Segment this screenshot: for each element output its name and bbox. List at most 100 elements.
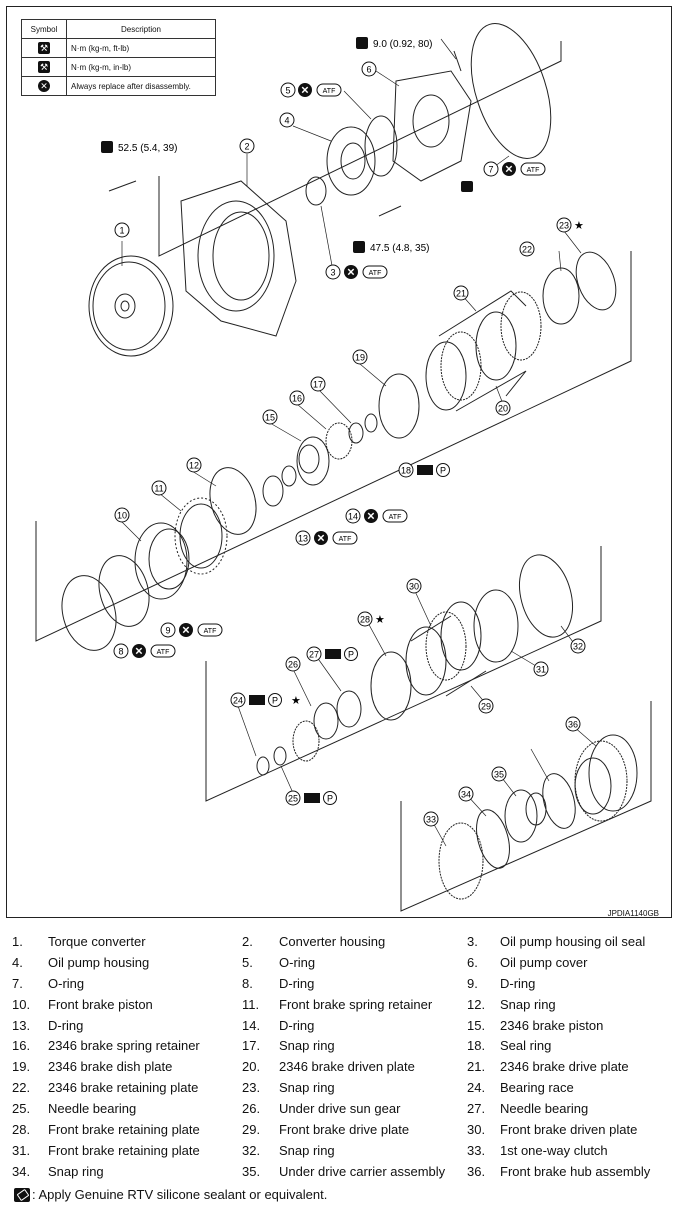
part-name: Torque converter [48,934,146,949]
part-number: 14. [242,1017,261,1033]
symbol-legend-table: Symbol Description ⚒ N·m (kg-m, ft-lb) ⚒… [21,19,216,96]
part-number: 9. [467,975,478,991]
part-name: Snap ring [279,1080,335,1096]
part-number: 32. [242,1142,261,1158]
part-name: 2346 brake driven plate [279,1059,415,1075]
callout-number: 8 [118,646,123,656]
callout-5: 5 [280,82,296,98]
atf-badge: ATF [382,509,408,523]
torque-spec-2: 52.5 (5.4, 39) [101,141,177,154]
torque-spec-1: 9.0 (0.92, 80) [356,37,432,50]
svg-text:✕: ✕ [367,512,375,523]
callout-number: 32 [573,641,583,651]
part-name: Snap ring [279,1142,335,1158]
plane-bottom [400,701,652,912]
plate-21b [500,291,542,361]
callout-number: 4 [284,115,289,125]
part-name: Needle bearing [48,1101,137,1117]
front-brake-piston-part [134,522,190,600]
spring-retainer-part [174,497,228,575]
legend-row-text: N·m (kg-m, ft-lb) [66,38,216,58]
callout-number: 22 [522,244,532,254]
legend-header-symbol: Symbol [21,19,67,39]
svg-text:ATF: ATF [204,628,217,635]
d-ring-8 [61,575,117,651]
part-number: 16. [12,1038,31,1054]
oil-pump-cover-part [392,70,472,182]
part-number: 31. [12,1142,31,1158]
svg-text:ATF: ATF [527,167,540,174]
svg-text:✕: ✕ [135,647,143,658]
image-code: JPDIA1140GB [607,909,659,918]
plate-20b [440,331,482,401]
dish-plate-19 [378,373,420,439]
callout-22: 22 [519,241,535,257]
part-name: Snap ring [48,1163,104,1179]
replace-icon: ✕ [38,80,50,92]
callout-28: 28 [357,611,373,627]
part-name: D-ring [279,975,315,991]
callout-number: 31 [536,664,546,674]
part-number: 29. [242,1122,261,1138]
plate-29b [425,611,467,681]
replace-icon: ✕ [179,623,193,637]
callout-number: 26 [288,659,298,669]
callout-number: 5 [285,85,290,95]
petroleum-jelly-badge: P [249,693,282,707]
part-number: 1. [12,934,23,949]
part-number: 18. [467,1038,486,1054]
svg-text:52.5 (5.4, 39): 52.5 (5.4, 39) [118,143,177,154]
callout-33: 33 [423,811,439,827]
callout-25: 25 [285,790,301,806]
callout-27: 27 [306,646,322,662]
part-name: D-ring [48,1017,84,1033]
svg-text:ATF: ATF [157,649,170,656]
replace-icon: ✕ [314,531,328,545]
callout-26: 26 [285,656,301,672]
part-number: 7. [12,975,23,991]
callout-2: 2 [239,138,255,154]
snap-ring-34a [476,809,510,869]
callout-number: 25 [288,793,298,803]
converter-housing-part [180,180,297,337]
plate-30 [440,601,482,671]
footnote: : Apply Genuine RTV silicone sealant or … [14,1187,327,1202]
snap-ring-32 [519,554,573,638]
callout-11: 11 [151,480,167,496]
petroleum-jelly-badge: P [304,791,337,805]
d-ring-9 [98,555,150,627]
part-number: 15. [467,1017,486,1033]
part-name: Seal ring [500,1038,552,1054]
svg-text:P: P [440,466,446,476]
part-name: Under drive sun gear [279,1101,401,1117]
callout-number: 9 [165,625,170,635]
callout-number: 7 [488,164,493,174]
part-number: 12. [467,996,486,1012]
rtv-sealant-icon [14,1187,30,1202]
legend-header-description: Description [66,19,216,39]
part-name: 2346 brake spring retainer [48,1038,200,1054]
callout-10: 10 [114,507,130,523]
part-number: 3. [467,934,478,949]
part-number: 17. [242,1038,261,1054]
replace-icon: ✕ [132,644,146,658]
part-name: Needle bearing [500,1101,589,1117]
spring-retainer-2346 [325,422,353,460]
d-ring-14 [281,465,297,487]
part-number: 21. [467,1059,486,1075]
callout-number: 27 [309,649,319,659]
callout-9: 9 [160,622,176,638]
star-mark: ★ [291,695,301,707]
part-number: 28. [12,1122,31,1138]
atf-badge: ATF [362,265,388,279]
part-name: O-ring [48,975,85,991]
replace-icon: ✕ [298,83,312,97]
legend-row-text: Always replace after disassembly. [66,76,216,96]
callout-number: 23 [559,220,569,230]
